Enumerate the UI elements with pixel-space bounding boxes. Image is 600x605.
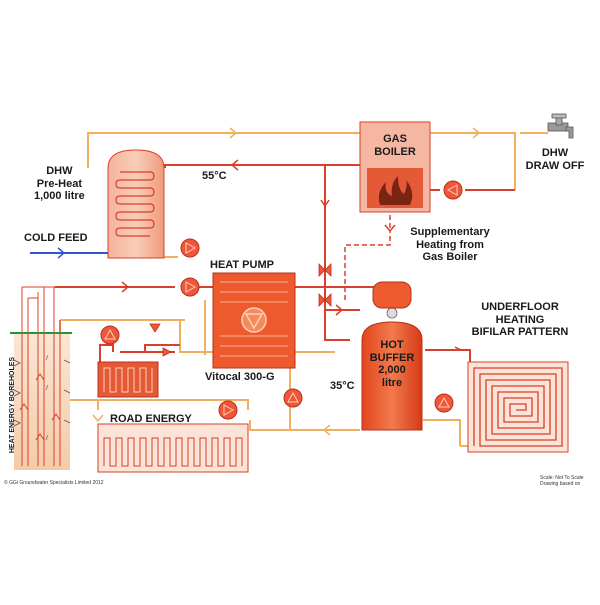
pump-icon <box>434 393 454 413</box>
hot-buffer-line3: 2,000 <box>378 364 406 377</box>
scale-note: Scale: Not To Scale Drawing based on <box>540 475 584 487</box>
hot-buffer-tank <box>361 281 423 431</box>
supplementary-line3: Gas Boiler <box>422 251 478 264</box>
hot-buffer-line1: HOT <box>380 339 404 351</box>
underfloor-heating-label: UNDERFLOOR HEATING BIFILAR PATTERN <box>455 301 585 339</box>
dhw-preheat-line1: DHW <box>46 165 73 177</box>
pump-icons <box>100 180 463 420</box>
road-energy-coil <box>97 423 249 473</box>
pump-icon <box>218 400 238 420</box>
dhw-preheat-tank <box>107 149 165 259</box>
temperature-35-label: 35°C <box>330 380 355 392</box>
dhw-preheat-line3: 1,000 litre <box>34 190 85 203</box>
underfloor-line3: BIFILAR PATTERN <box>471 326 569 339</box>
pump-icon <box>443 180 463 200</box>
dhw-preheat-label: DHW Pre-Heat 1,000 litre <box>34 165 85 203</box>
flame-icon <box>378 176 413 205</box>
borehole-ground <box>10 286 72 470</box>
dhw-draw-off-line2: DRAW OFF <box>525 159 585 172</box>
valve-icon <box>149 323 161 333</box>
dhw-draw-off-label: DHW DRAW OFF <box>520 147 590 172</box>
valve-icon <box>162 347 172 357</box>
heat-pump-model: Vitocal 300-G <box>205 371 275 383</box>
dhw-draw-off-line1: DHW <box>541 147 569 159</box>
boreholes-label: HEAT ENERGY BOREHOLES <box>8 356 16 454</box>
temperature-55-label: 55°C <box>202 170 227 182</box>
pump-icon <box>180 238 200 258</box>
underfloor-line2: HEATING <box>495 313 545 326</box>
dhw-preheat-line2: Pre-Heat <box>36 177 82 190</box>
valve-icon <box>318 293 332 307</box>
heat-pump <box>212 272 296 369</box>
pump-icon <box>180 277 200 297</box>
heat-exchanger <box>97 361 159 398</box>
scale-note-line2: Drawing based on <box>540 481 581 487</box>
hot-buffer-line2: BUFFER <box>369 351 415 364</box>
pump-icon <box>283 388 303 408</box>
heat-pump-title: HEAT PUMP <box>210 259 274 271</box>
tap-icon <box>520 113 574 139</box>
hot-buffer-label: HOT BUFFER 2,000 litre <box>362 339 422 390</box>
underfloor-heating-coil <box>467 361 569 453</box>
supplementary-dashed-line <box>344 215 391 300</box>
copyright-note: © GGi Groundwater Specialists Limited 20… <box>4 480 104 486</box>
gas-boiler-line2: BOILER <box>374 145 416 158</box>
supplementary-line1: Supplementary <box>410 226 490 238</box>
underfloor-line1: UNDERFLOOR <box>481 301 559 313</box>
scale-note-line1: Scale: Not To Scale <box>540 475 584 481</box>
cold-feed-label: COLD FEED <box>24 232 88 244</box>
valve-icons <box>149 263 332 357</box>
hot-buffer-line4: litre <box>381 376 403 389</box>
road-energy-label: ROAD ENERGY <box>110 413 192 425</box>
supplementary-line2: Heating from <box>416 238 484 251</box>
valve-icon <box>318 263 332 277</box>
gas-boiler-line1: GAS <box>383 133 407 145</box>
supplementary-heating-label: Supplementary Heating from Gas Boiler <box>398 226 502 264</box>
gas-boiler-label: GAS BOILER <box>372 133 418 158</box>
pump-icon <box>100 325 120 345</box>
gas-boiler <box>359 121 431 213</box>
